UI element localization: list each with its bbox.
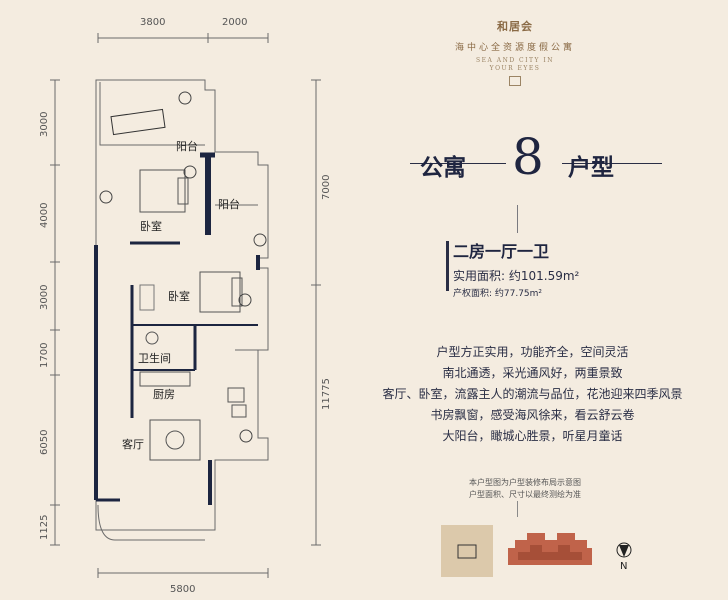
property-area: 产权面积: 约77.75m² [453, 289, 543, 299]
brand-name: 和居会 [497, 20, 533, 33]
room-balcony-side: 阳台 [218, 197, 240, 211]
disclaimer-line: 户型面积、尺寸以最终测绘为准 [469, 490, 581, 499]
disclaimer: 本户型图为户型装修布局示意图 户型面积、尺寸以最终测绘为准 [430, 477, 620, 501]
bottom-dimension [97, 568, 269, 578]
room-bedroom-1: 卧室 [140, 219, 162, 233]
feature-item: 户型方正实用，功能齐全，空间灵活 [436, 345, 629, 359]
room-balcony-side-label: 阳台 [218, 197, 240, 211]
disclaimer-line: 本户型图为户型装修布局示意图 [469, 478, 581, 487]
dim-left-6: 1125 [39, 515, 50, 540]
room-living: 客厅 [122, 437, 144, 451]
dim-left-3: 3000 [39, 285, 50, 310]
room-bedroom-2: 卧室 [168, 289, 190, 303]
dim-left-2: 4000 [39, 203, 50, 228]
room-bathroom: 卫生间 [138, 351, 171, 365]
feature-item: 客厅、卧室，流露主人的潮流与品位，花池迎来四季风景 [382, 387, 683, 401]
title-left: 公寓 [420, 155, 466, 181]
dim-top-right: 2000 [222, 17, 247, 28]
title-rule-right [562, 163, 662, 164]
brand-english: SEA AND CITY IN YOUR EYES [476, 57, 554, 72]
brand-mark-icon [509, 76, 521, 86]
dim-top-left: 3800 [140, 17, 165, 28]
dim-left-5: 6050 [39, 430, 50, 455]
usable-area: 实用面积: 约101.59m² [453, 269, 580, 283]
info-accent-bar [446, 241, 449, 291]
dim-left-1: 3000 [39, 112, 50, 137]
title-rule-left [410, 163, 506, 164]
room-kitchen: 厨房 [153, 388, 175, 401]
feature-list: 户型方正实用，功能齐全，空间灵活 南北通透，采光通风好，两重景致 客厅、卧室，流… [360, 342, 705, 447]
north-arrow-icon [616, 542, 632, 558]
left-dimension [50, 79, 60, 546]
dim-bottom: 5800 [170, 584, 195, 595]
dim-right-upper: 7000 [321, 175, 332, 200]
north-label: N [620, 561, 628, 572]
top-dimension [97, 33, 269, 43]
furniture [99, 91, 267, 461]
dim-right-lower: 11775 [321, 378, 332, 410]
title-right: 户型 [568, 155, 614, 181]
feature-item: 大阳台，瞰城心胜景，听星月童话 [442, 429, 623, 443]
brand-header: 和居会 海中心全资源度假公寓 SEA AND CITY IN YOUR EYES [395, 18, 635, 86]
feature-item: 南北通透，采光通风好，两重景致 [442, 366, 623, 380]
unit-info: 二房一厅一卫 实用面积: 约101.59m² 产权面积: 约77.75m² [446, 238, 580, 299]
key-plan [441, 525, 592, 577]
title-number: 8 [512, 128, 544, 186]
plan-walls [94, 79, 269, 541]
dim-left-4: 1700 [39, 343, 50, 368]
layout-type: 二房一厅一卫 [453, 242, 550, 261]
room-balcony-top: 阳台 [176, 139, 198, 153]
disclaimer-divider [517, 501, 518, 517]
brand-subtitle: 海中心全资源度假公寓 [454, 43, 575, 53]
feature-item: 书房飘窗，感受海风徐来，看云舒云卷 [430, 408, 635, 422]
right-dimension [311, 79, 321, 546]
title-divider [517, 205, 518, 233]
